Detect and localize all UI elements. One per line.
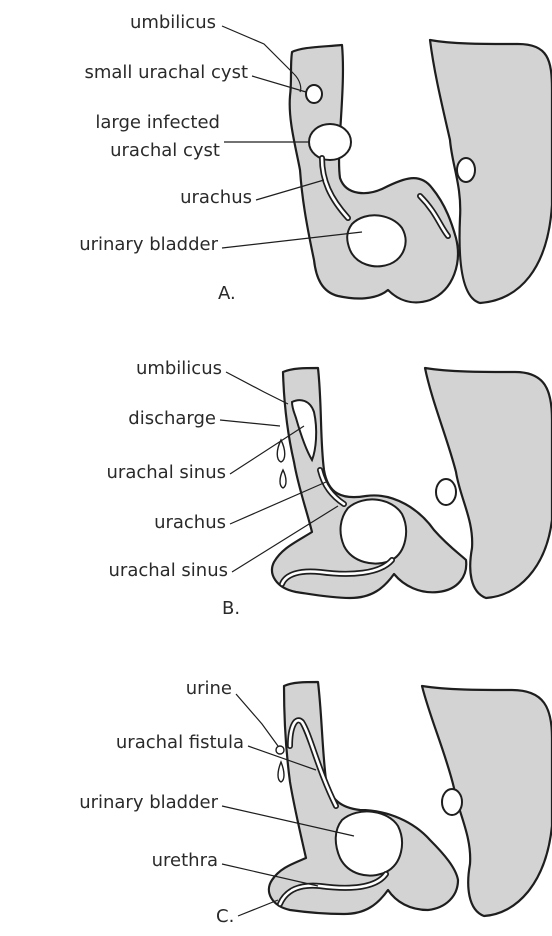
panel-a: umbilicus small urachal cyst large infec…: [79, 12, 552, 304]
panel-c: urine urachal fistula urinary bladder ur…: [79, 678, 552, 927]
panel-b-label-discharge: discharge: [128, 408, 216, 429]
panel-c-label-urethra: urethra: [152, 850, 218, 871]
panel-a-label-umbilicus: umbilicus: [130, 12, 216, 33]
panel-b-letter: B.: [222, 598, 240, 619]
panel-b-discharge-drop-2: [280, 470, 286, 488]
panel-b-label-sinus-upper: urachal sinus: [107, 462, 226, 483]
panel-c-urine-drop-1: [276, 746, 284, 754]
panel-b-label-umbilicus: umbilicus: [136, 358, 222, 379]
panel-c-leader-letter: [238, 900, 278, 916]
panel-b-label-urachus: urachus: [154, 512, 226, 533]
panel-c-letter: C.: [216, 906, 234, 927]
panel-c-body-tissue: [269, 682, 458, 914]
panel-b-bladder: [341, 499, 407, 563]
panel-a-label-large-cyst-2: urachal cyst: [110, 140, 220, 161]
panel-a-small-cyst: [306, 85, 322, 103]
panel-b: umbilicus discharge urachal sinus urachu…: [107, 358, 552, 619]
panel-b-label-sinus-lower: urachal sinus: [109, 560, 228, 581]
panel-c-bladder: [336, 811, 402, 875]
panel-c-label-bladder: urinary bladder: [79, 792, 218, 813]
panel-b-leader-umbilicus: [226, 372, 288, 404]
panel-a-large-cyst: [309, 124, 351, 160]
panel-a-label-urachus: urachus: [180, 187, 252, 208]
panel-b-leader-discharge: [220, 420, 280, 426]
panel-c-label-urine: urine: [186, 678, 232, 699]
panel-c-vessel-stub: [442, 789, 462, 815]
panel-c-urine-drop-2: [278, 762, 284, 782]
panel-a-bladder: [347, 215, 405, 266]
panel-b-vessel-stub: [436, 479, 456, 505]
panel-a-letter: A.: [218, 283, 236, 304]
panel-a-vessel-stub: [457, 158, 475, 182]
panel-a-label-small-cyst: small urachal cyst: [84, 62, 248, 83]
panel-a-label-bladder: urinary bladder: [79, 234, 218, 255]
panel-c-label-fistula: urachal fistula: [116, 732, 244, 753]
panel-a-label-large-cyst-1: large infected: [95, 112, 220, 133]
